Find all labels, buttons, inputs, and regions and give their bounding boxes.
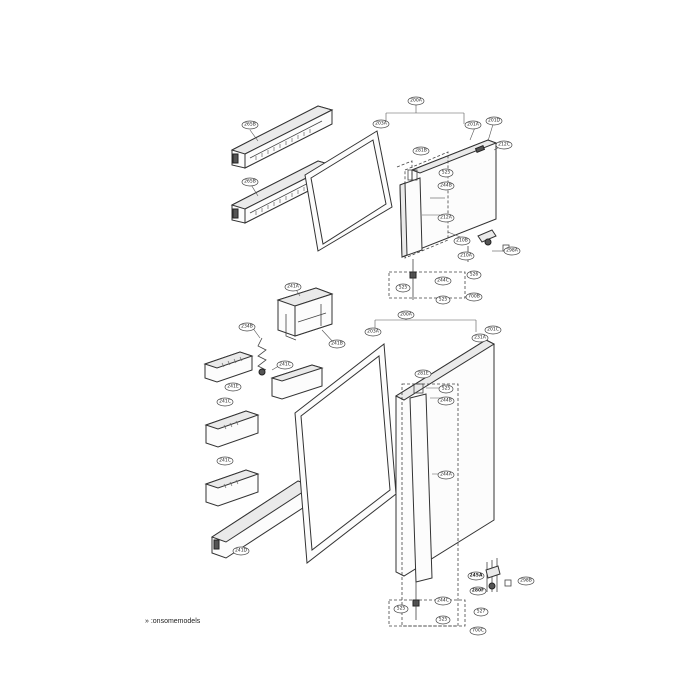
label-244c: 244C (437, 278, 449, 284)
label-201a: 201A (467, 122, 480, 128)
label-525-c: 525 (439, 297, 448, 303)
door-handle-244a (409, 383, 433, 620)
label-244b-lower: 244B (440, 398, 452, 404)
hinge-assembly-lower (485, 558, 512, 592)
label-527: 527 (477, 609, 486, 615)
label-203a-lower: 203A (367, 329, 380, 335)
label-244b: 244B (440, 183, 452, 189)
label-241a: 241A (287, 284, 300, 290)
label-265b-bottom: 265B (244, 179, 256, 185)
label-201c: 201C (487, 327, 499, 333)
door-shelf-265b-top (230, 105, 334, 169)
label-245a: 245A (470, 573, 483, 579)
door-gasket-203a-lower (294, 343, 397, 564)
door-handle-212a (399, 169, 423, 300)
label-200a: 200A (410, 98, 423, 104)
door-bin-241c-lower (204, 469, 260, 507)
label-203a: 203A (375, 121, 388, 127)
label-210b: 210B (456, 238, 468, 244)
label-244a: 244A (440, 472, 453, 478)
label-201d: 201D (488, 118, 501, 124)
door-bin-241c-right (270, 364, 324, 400)
label-241d: 241D (235, 548, 248, 554)
label-200a-lower: 200A (400, 312, 413, 318)
label-212a: 212A (440, 215, 453, 221)
door-bin-241c-middle (204, 410, 260, 448)
label-525-e: 525 (397, 606, 406, 612)
label-212c: 212C (498, 142, 510, 148)
hinge-assembly-upper (467, 229, 510, 262)
label-241c-a: 241C (279, 362, 291, 368)
label-210a: 210A (460, 253, 473, 259)
label-234b: 234B (241, 324, 253, 330)
label-525-b: 525 (399, 285, 408, 291)
label-265b-top: 265B (244, 122, 256, 128)
label-525-f: 525 (439, 617, 448, 623)
label-241c-c: 241C (219, 458, 231, 464)
ice-bin-241a (276, 287, 334, 341)
freezer-door-201a (410, 139, 498, 250)
door-bin-241e (203, 351, 254, 383)
label-241e: 241E (227, 384, 239, 390)
label-298b: 298B (520, 578, 532, 584)
label-244c-lower: 244C (437, 598, 449, 604)
spring-234b (257, 337, 267, 376)
footnote: » :onsomemodels (145, 618, 201, 625)
label-525-a: 525 (442, 170, 451, 176)
label-700c: 700C (472, 628, 484, 634)
label-526: 526 (470, 272, 479, 278)
label-241c-b: 241C (219, 399, 231, 405)
label-525-d: 525 (442, 386, 451, 392)
label-281e: 281E (417, 371, 429, 377)
door-shelf-241d (210, 480, 314, 559)
label-241b: 241B (331, 341, 343, 347)
label-281b: 281B (415, 148, 427, 154)
label-298a: 298A (506, 248, 519, 254)
label-700b: 700B (468, 294, 480, 300)
label-231a: 231A (474, 335, 487, 341)
label-280f: 280F (472, 588, 484, 594)
refrigerator-door-201c (394, 339, 496, 577)
part-labels: 200A 203A 201A 201D 212C 265B 265B 281B … (216, 96, 535, 636)
door-gasket-203a-upper (304, 130, 393, 252)
